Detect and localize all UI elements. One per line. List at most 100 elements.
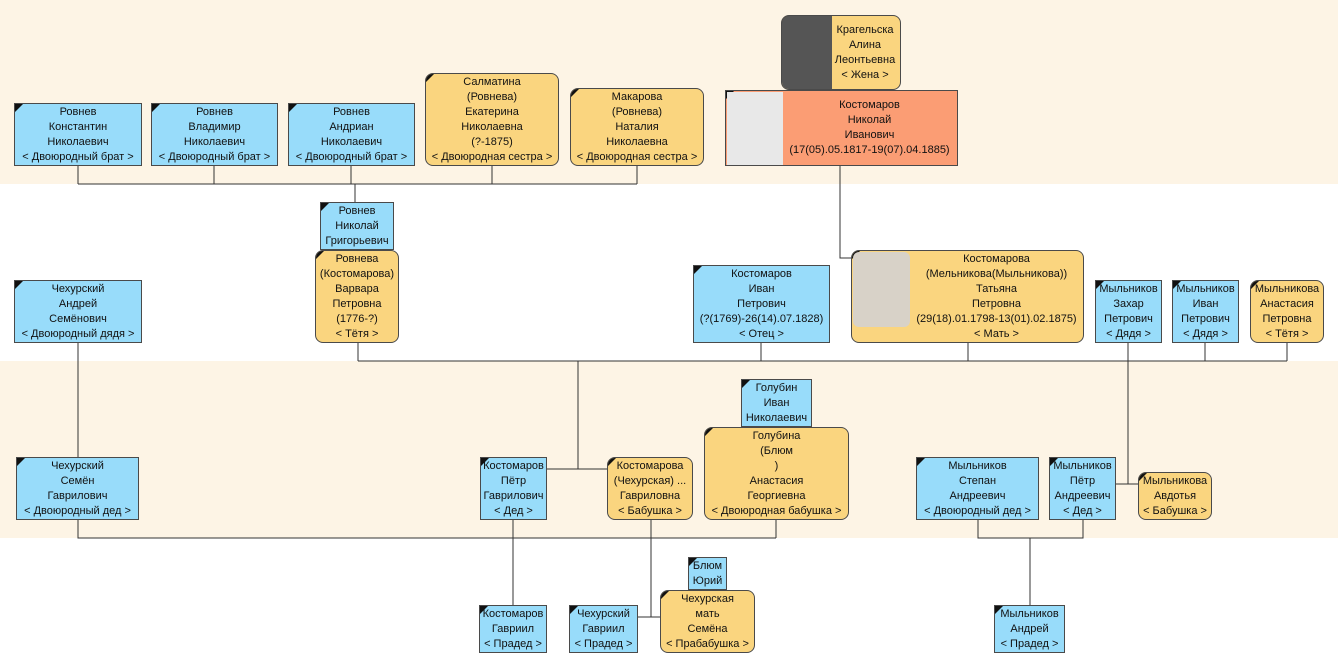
first-name: Иван xyxy=(748,282,775,295)
person-card-chekhursky-semyon[interactable]: Чехурский Семён Гаврилович < Двоюродный … xyxy=(16,457,139,520)
first-name: Константин xyxy=(48,120,108,133)
relation: < Бабушка > xyxy=(1143,504,1207,517)
surname: Блюм xyxy=(692,559,723,572)
surname: Чехурский xyxy=(577,607,630,620)
relation: < Дед > xyxy=(494,504,533,517)
surname: Голубин xyxy=(755,381,798,394)
patronymic: Николаевич xyxy=(320,135,383,148)
surname: Макарова xyxy=(611,90,663,103)
first-name: Семён xyxy=(60,474,95,487)
relation: < Двоюродный дед > xyxy=(924,504,1031,517)
patronymic: Николаевич xyxy=(47,135,109,148)
surname: Костомаров xyxy=(482,607,544,620)
person-card-kostomarov-pyotr[interactable]: Костомаров Пётр Гаврилович < Дед > xyxy=(480,457,547,520)
patronymic: Петровна xyxy=(972,297,1021,310)
relation: < Двоюродная бабушка > xyxy=(711,504,842,517)
patronymic: Андреевич xyxy=(1054,489,1111,502)
person-card-salmatina[interactable]: Салматина (Ровнева) Екатерина Николаевна… xyxy=(425,73,559,166)
first-name: Варвара xyxy=(335,282,379,295)
first-name: Юрий xyxy=(692,574,723,587)
person-card-chekhursky-gavriil[interactable]: Чехурский Гавриил < Прадед > xyxy=(569,605,638,653)
person-card-makarova[interactable]: Макарова (Ровнева) Наталия Николаевна < … xyxy=(570,88,704,166)
first-name: мать xyxy=(695,607,720,620)
first-name: Авдотья xyxy=(1153,489,1197,502)
first-name: Николай xyxy=(335,219,379,232)
first-name: Иван xyxy=(763,396,790,409)
person-card-rovnev-nikolai[interactable]: Ровнев Николай Григорьевич xyxy=(320,202,394,250)
person-card-kostomarov-ivan[interactable]: Костомаров Иван Петрович (?(1769)-26(14)… xyxy=(693,265,830,343)
person-card-golubina-anastasia[interactable]: Голубина (Блюм ) Анастасия Георгиевна < … xyxy=(704,427,849,520)
life-dates: (29(18).01.1798-13(01).02.1875) xyxy=(916,312,1077,325)
surname: Мыльников xyxy=(1053,459,1112,472)
person-card-kragelskaya[interactable]: Крагельска Алина Леонтьевна < Жена > xyxy=(781,15,901,90)
first-name: Татьяна xyxy=(975,282,1018,295)
patronymic: Гаврилович xyxy=(47,489,108,502)
patronymic: Иванович xyxy=(844,129,895,141)
patronymic: Николаевич xyxy=(745,411,808,424)
person-card-rovnev-vladimir[interactable]: Ровнев Владимир Николаевич < Двоюродный … xyxy=(151,103,278,166)
person-card-mylnikov-stepan[interactable]: Мыльников Степан Андреевич < Двоюродный … xyxy=(916,457,1039,520)
first-name: Екатерина xyxy=(465,105,519,118)
relation: < Бабушка > xyxy=(618,504,682,517)
person-card-kostomarov-nikolai[interactable]: Костомаров Николай Иванович (17(05).05.1… xyxy=(725,90,958,166)
person-card-rovnev-andrian[interactable]: Ровнев Андриан Николаевич < Двоюродный б… xyxy=(288,103,415,166)
surname: Мыльникова xyxy=(1142,474,1208,487)
relation: < Двоюродный дядя > xyxy=(21,327,135,340)
portrait-photo xyxy=(853,252,910,327)
first-name: Алина xyxy=(848,38,882,51)
relation: < Дед > xyxy=(1063,504,1102,517)
relation: < Двоюродный брат > xyxy=(22,150,134,163)
person-card-kostomarova-chekhurskaya[interactable]: Костомарова (Чехурская) ... Гавриловна <… xyxy=(607,457,693,520)
surname: Чехурский xyxy=(51,459,104,472)
person-card-mylnikov-ivan[interactable]: Мыльников Иван Петрович < Дядя > xyxy=(1172,280,1239,343)
person-card-rovnev-konstantin[interactable]: Ровнев Константин Николаевич < Двоюродны… xyxy=(14,103,142,166)
person-card-rovneva-varvara[interactable]: Ровнева (Костомарова) Варвара Петровна (… xyxy=(315,250,399,343)
person-card-kostomarova-tatiana[interactable]: Костомарова (Мельникова(Мыльникова)) Тат… xyxy=(851,250,1084,343)
person-card-golubin-ivan[interactable]: Голубин Иван Николаевич xyxy=(741,379,812,427)
life-dates: (?-1875) xyxy=(471,135,513,148)
relation: < Прадед > xyxy=(574,637,633,650)
surname: Костомаров xyxy=(839,99,900,111)
relation: < Тётя > xyxy=(1265,327,1309,340)
surname: Костомаров xyxy=(483,459,544,472)
relation: < Мать > xyxy=(974,327,1019,340)
person-card-chekhursky-andrei[interactable]: Чехурский Андрей Семёнович < Двоюродный … xyxy=(14,280,142,343)
person-card-mylnikov-zakhar[interactable]: Мыльников Захар Петрович < Дядя > xyxy=(1095,280,1162,343)
maiden-name: (Блюм xyxy=(760,444,793,457)
first-name: Наталия xyxy=(615,120,659,133)
first-name: Гавриил xyxy=(491,622,535,635)
surname: Ровнев xyxy=(333,105,370,118)
patronymic: Петровна xyxy=(1262,312,1312,325)
maiden-name-close: ) xyxy=(774,459,779,472)
maiden-name: (Ровнева) xyxy=(611,105,663,118)
relation: < Прадед > xyxy=(484,637,542,650)
patronymic: Гавриловна xyxy=(619,489,681,502)
maiden-name: (Костомарова) xyxy=(319,267,395,280)
surname: Голубина xyxy=(752,429,801,442)
patronymic: Петровна xyxy=(332,297,382,310)
surname: Мыльников xyxy=(948,459,1007,472)
life-dates: (17(05).05.1817-19(07).04.1885) xyxy=(789,144,950,156)
patronymic: Семёнович xyxy=(49,312,107,325)
surname: Ровнев xyxy=(338,204,376,217)
surname: Ровнев xyxy=(59,105,97,118)
person-card-mylnikov-pyotr[interactable]: Мыльников Пётр Андреевич < Дед > xyxy=(1049,457,1116,520)
person-card-mylnikov-andrei[interactable]: Мыльников Андрей < Прадед > xyxy=(994,605,1065,653)
person-card-blum-yuri[interactable]: Блюм Юрий xyxy=(688,557,727,590)
person-card-chekhurskaya-mother[interactable]: Чехурская мать Семёна < Прабабушка > xyxy=(660,590,755,653)
first-name: Анастасия xyxy=(1260,297,1314,310)
person-card-kostomarov-gavriil[interactable]: Костомаров Гавриил < Прадед > xyxy=(479,605,547,653)
person-card-mylnikova-anastasia[interactable]: Мыльникова Анастасия Петровна < Тётя > xyxy=(1250,280,1324,343)
person-card-mylnikova-avdotya[interactable]: Мыльникова Авдотья < Бабушка > xyxy=(1138,472,1212,520)
patronymic: Николаевич xyxy=(183,135,246,148)
first-name: Николай xyxy=(847,114,892,126)
relation: < Двоюродная сестра > xyxy=(576,150,698,163)
patronymic: Леонтьевна xyxy=(834,53,896,66)
portrait-photo xyxy=(782,16,832,89)
surname: Мыльникова xyxy=(1254,282,1320,295)
relation: < Тётя > xyxy=(335,327,379,340)
surname: Чехурская xyxy=(681,592,734,605)
patronymic: Николаевна xyxy=(461,120,523,133)
surname: Крагельска xyxy=(836,23,894,36)
